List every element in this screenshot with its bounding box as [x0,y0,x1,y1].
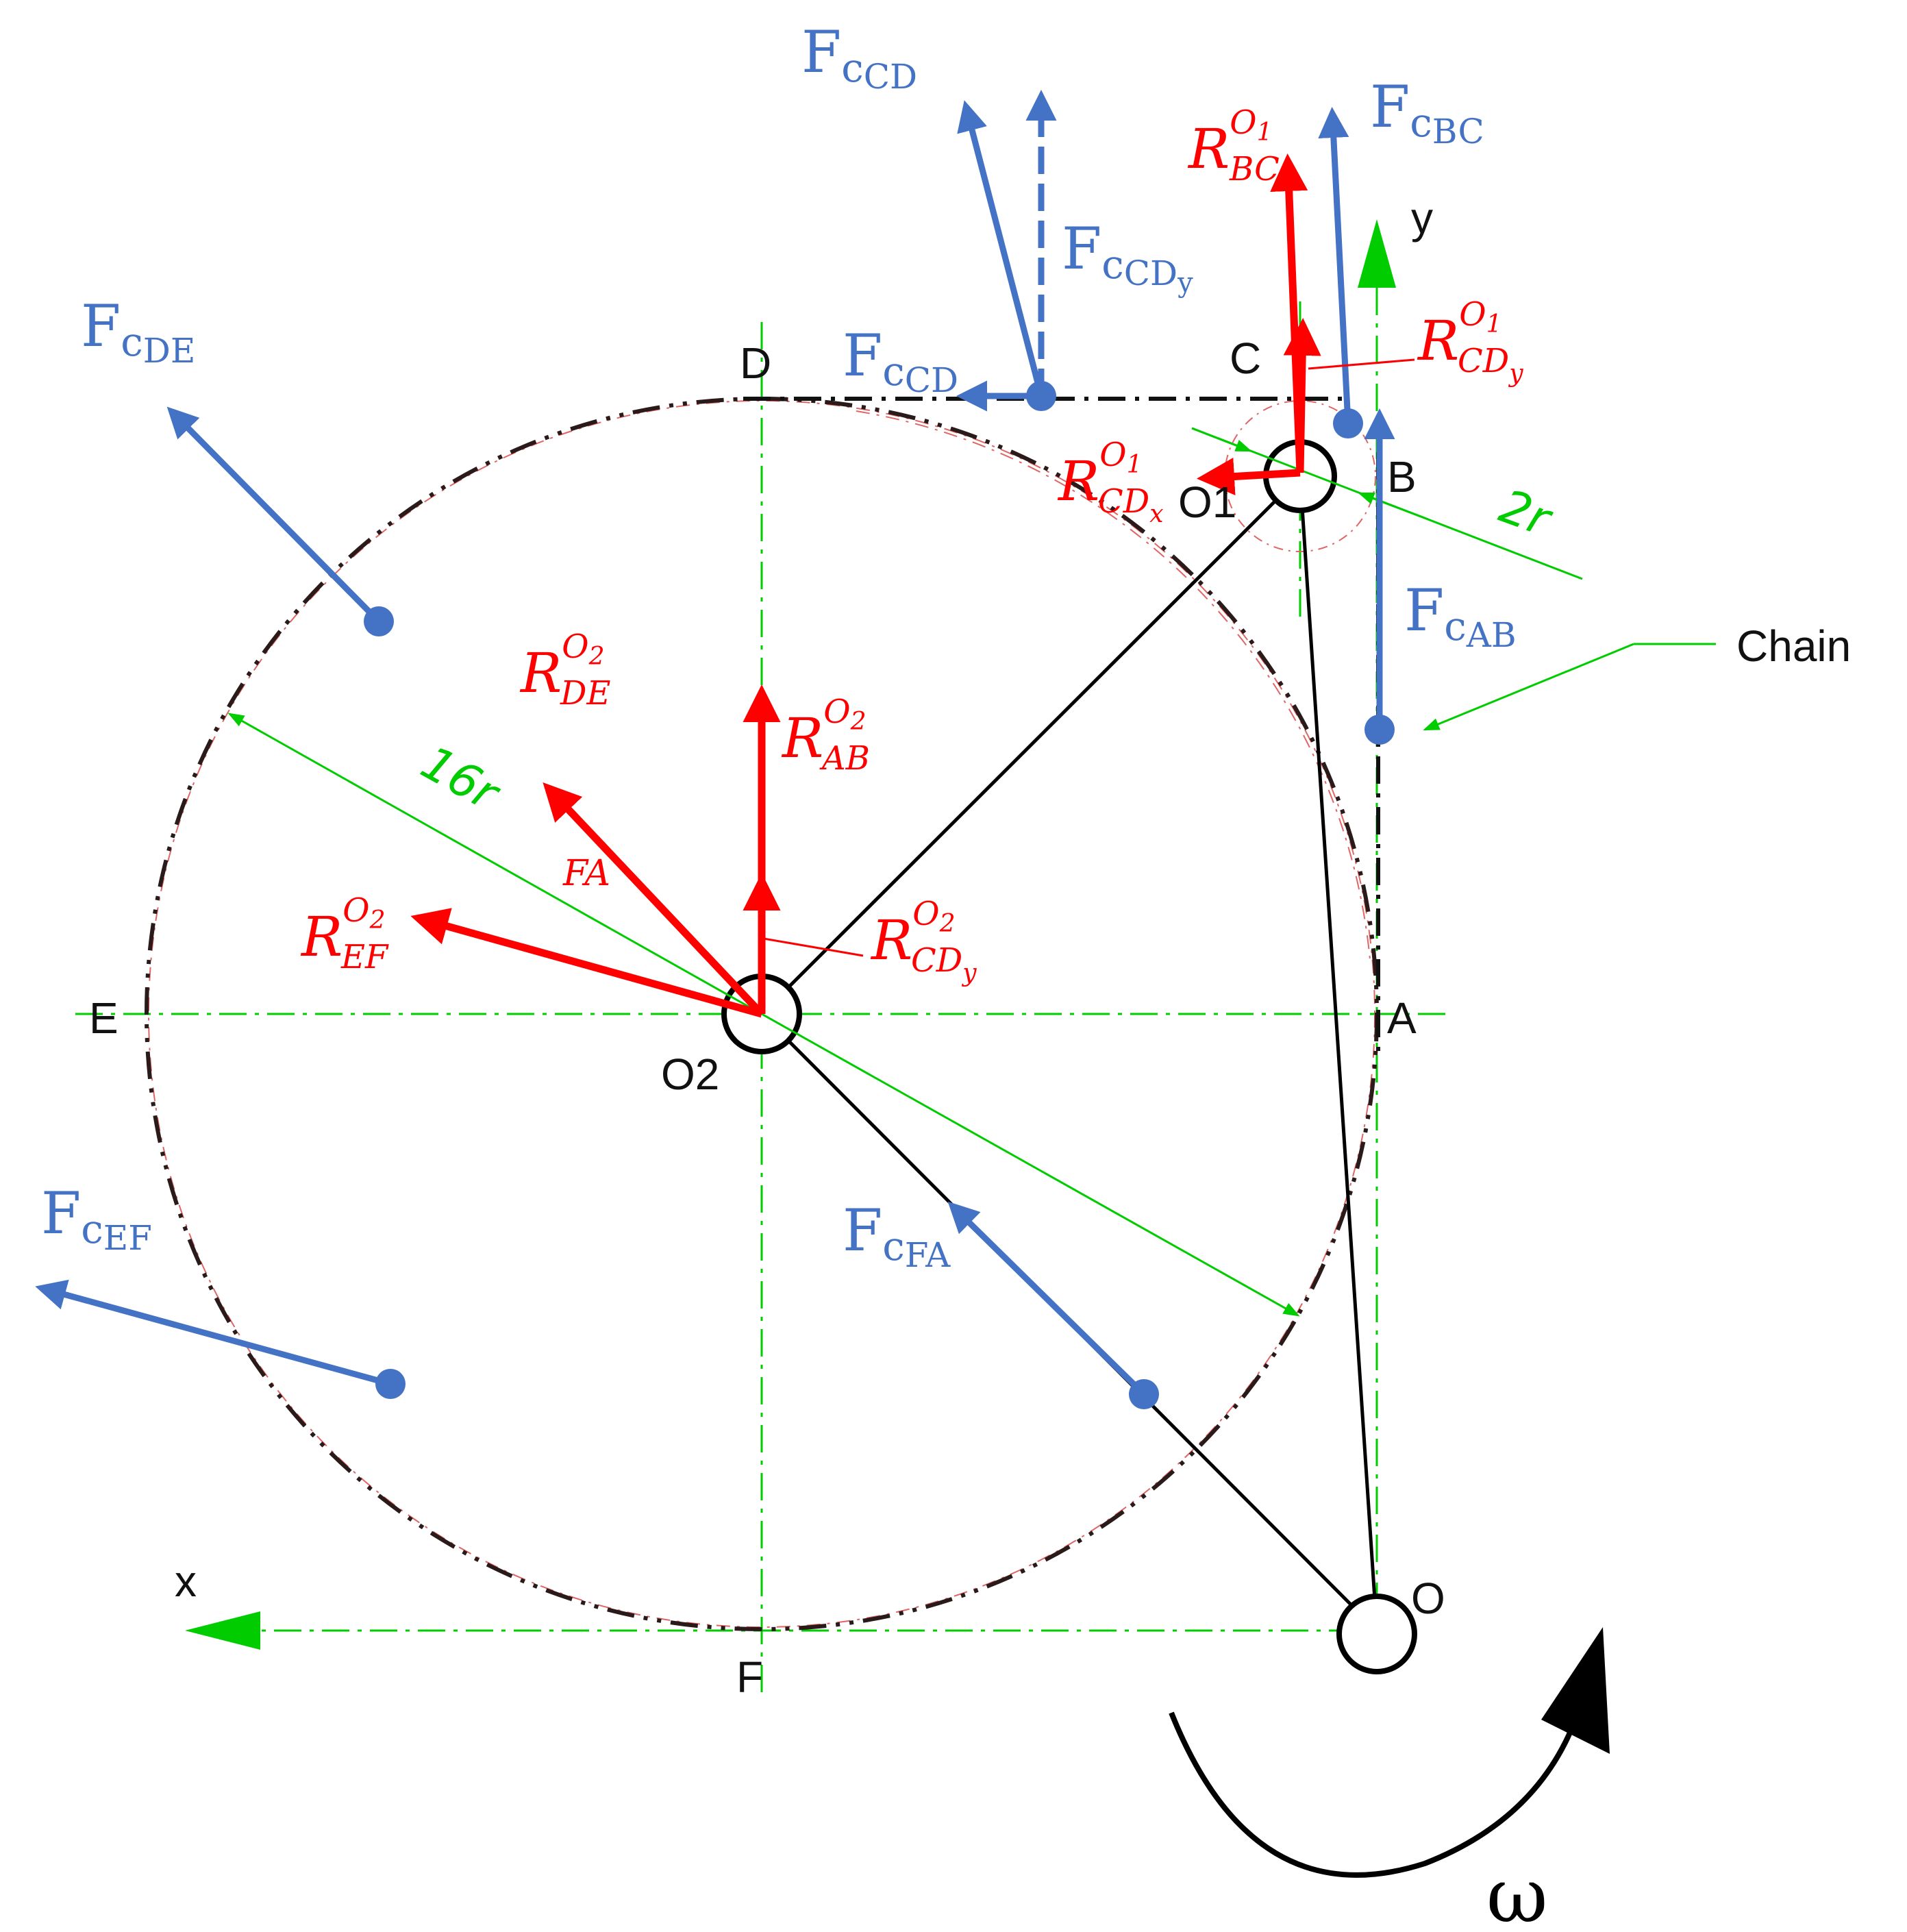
arrow-FcDE [166,406,382,624]
label-FcCD: FcCD [801,18,917,97]
label-2r: 2r [1493,480,1560,548]
label-axis-x: x [175,1557,197,1606]
arrow-FcBC [1318,107,1351,424]
label-point-O1: O1 [1178,478,1236,527]
linkage [760,475,1379,1632]
label-point-B: B [1387,452,1417,501]
label-point-O2: O2 [661,1050,719,1099]
dimension-lines [227,427,1716,1317]
point-FcCD [1026,381,1056,411]
label-point-D: D [740,338,771,388]
point-FcBC [1333,408,1363,438]
label-16r: 16r [412,736,510,823]
dim-16r-upper [227,713,762,1015]
arrow-FcCD [957,100,1045,397]
rotation-arc [1169,1698,1585,1878]
force-application-points [364,381,1395,1409]
inner-red-arc [856,410,1371,960]
x-axis-arrowhead [185,1611,260,1650]
axis-arrowheads [185,219,1396,1650]
label-point-O: O [1411,1574,1445,1623]
rotation-arrowhead [1541,1627,1610,1754]
label-point-E: E [89,993,119,1043]
label-omega: ω [1486,1852,1548,1932]
reaction-leaders [763,358,1415,957]
chain-leader-2 [1423,643,1634,731]
dim-2r-arrow-2 [1358,492,1429,521]
link-o1-o [1298,475,1379,1631]
arrow-RCDy-O1 [1283,318,1321,473]
label-FcCDy: FcCDy [1062,215,1193,299]
label-point-A: A [1387,993,1417,1043]
label-FA: FA [562,853,610,894]
arrow-RDE-O2 [543,782,764,1017]
point-FcAB [1364,715,1395,745]
label-FcFA: FcFA [843,1197,951,1275]
arrow-REF-O2 [410,908,763,1018]
dim-16r-lower [761,1013,1300,1317]
label-point-C: C [1230,334,1261,383]
reaction-forces [410,153,1321,1018]
label-FcCDx: FcCD [843,322,958,400]
arrow-FcEF [35,1279,392,1387]
arrow-FcFA [947,1201,1147,1397]
label-FcBC: FcBC [1370,73,1484,151]
y-axis-arrowhead [1358,219,1396,288]
point-FcFA [1129,1379,1159,1409]
link-o2-o1 [760,475,1301,1015]
centrifugal-forces [35,90,1395,1397]
label-FcAB: FcAB [1404,577,1517,655]
label-chain: Chain [1736,621,1851,671]
label-FcDE: FcDE [81,293,195,371]
label-point-F: F [736,1652,763,1702]
label-axis-y: y [1411,193,1433,243]
arrow-RCDx-O1 [1197,458,1301,495]
joint-o [1336,1594,1417,1674]
point-FcEF [375,1369,406,1399]
label-FcEF: FcEF [41,1180,152,1258]
dim-2r-arrow-1 [1191,427,1252,452]
leader-RCDy-O1 [1308,358,1415,370]
leader-RCDy-O2 [763,937,864,957]
point-FcDE [364,606,394,636]
